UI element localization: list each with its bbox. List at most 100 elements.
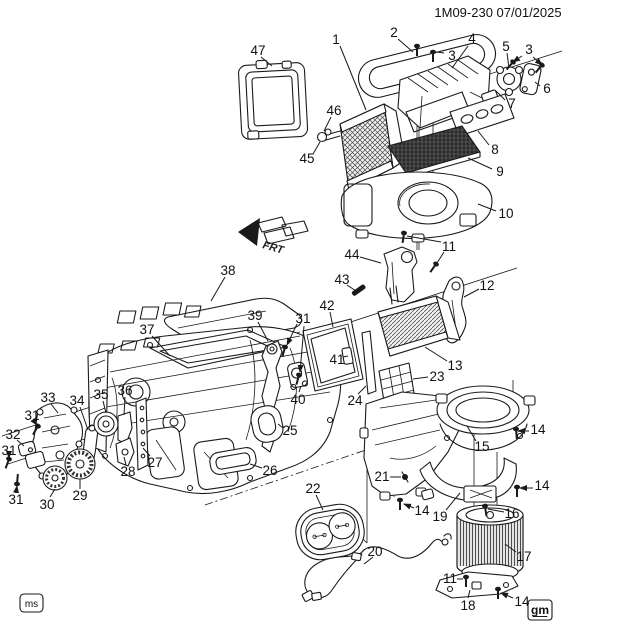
callout-13: 13 <box>447 358 462 373</box>
callout-leader-3 <box>436 51 445 54</box>
callout-5: 5 <box>502 39 510 54</box>
callout-14: 14 <box>514 594 530 609</box>
callout-19: 19 <box>432 509 447 524</box>
frt-direction-marker: FRT <box>238 216 309 257</box>
brand-mark-label: gm <box>531 603 549 617</box>
side-strip-part-24 <box>361 330 377 395</box>
callout-16: 16 <box>504 506 519 521</box>
upper-blower-case-part <box>340 171 493 243</box>
callout-2: 2 <box>390 25 398 40</box>
blower-lower-housing-part-19 <box>419 457 517 503</box>
callout-leader-27 <box>142 447 151 457</box>
callout-47: 47 <box>250 43 265 58</box>
callout-24: 24 <box>347 393 363 408</box>
callout-23: 23 <box>429 369 444 384</box>
callout-leader-31 <box>286 323 298 346</box>
callout-6: 6 <box>543 81 551 96</box>
callout-leader-11 <box>406 235 442 243</box>
callout-leader-14 <box>500 592 514 599</box>
callout-leader-20 <box>363 556 374 565</box>
callout-39: 39 <box>247 308 262 323</box>
brand-mark-box: gm <box>527 599 553 621</box>
callout-34: 34 <box>69 393 85 408</box>
callout-leader-40 <box>298 385 302 393</box>
callout-leader-2 <box>397 38 414 53</box>
callout-leader-3 <box>532 56 543 66</box>
callout-17: 17 <box>516 549 531 564</box>
callout-leader-46 <box>323 116 332 132</box>
callout-28: 28 <box>120 464 135 479</box>
frt-label: FRT <box>261 239 286 257</box>
callout-leader-41 <box>342 355 349 358</box>
callout-11: 11 <box>442 239 456 254</box>
callout-37: 37 <box>139 322 154 337</box>
callout-3: 3 <box>448 48 456 63</box>
callout-25: 25 <box>282 423 297 438</box>
callout-leader-36 <box>123 396 126 416</box>
wiring-harness-part-20 <box>301 533 452 602</box>
callout-leader-32 <box>16 439 25 447</box>
callout-38: 38 <box>220 263 235 278</box>
callout-26: 26 <box>262 463 277 478</box>
callout-leader-35 <box>102 400 107 414</box>
callout-leader-11 <box>436 251 445 264</box>
dual-seal-gasket-part-22 <box>295 503 365 561</box>
evaporator-tube-fitting-part <box>316 128 341 143</box>
callout-41: 41 <box>329 352 344 367</box>
callout-31: 31 <box>295 311 310 326</box>
evaporator-cover-frame-part <box>238 59 309 140</box>
callout-36: 36 <box>117 383 132 398</box>
callout-14: 14 <box>530 422 546 437</box>
flat-seal-part-26 <box>209 447 257 475</box>
callout-leader-31 <box>30 417 38 426</box>
callout-leader-30 <box>49 488 56 498</box>
callout-leader-31 <box>297 325 305 373</box>
pipe-bracket-part-44 <box>383 246 418 303</box>
actuator-part-32 <box>17 440 46 469</box>
callout-1: 1 <box>332 32 340 47</box>
callout-30: 30 <box>39 497 54 512</box>
callout-leader-37 <box>151 335 171 357</box>
callout-leader-14 <box>403 503 415 510</box>
lower-distribution-case-part <box>359 391 461 501</box>
callout-leader-15 <box>466 425 477 442</box>
callout-leader-1 <box>339 45 367 111</box>
callout-8: 8 <box>491 142 499 157</box>
callout-3: 3 <box>525 42 533 57</box>
callout-31: 31 <box>24 408 39 423</box>
callout-leader-31 <box>13 485 19 494</box>
callout-leader-42 <box>329 311 334 328</box>
left-mark-box: ms <box>19 593 44 613</box>
callout-35: 35 <box>93 387 108 402</box>
callout-18: 18 <box>460 598 475 613</box>
callout-leader-25 <box>277 423 284 429</box>
callout-11: 11 <box>443 571 457 586</box>
u-seal-part-25 <box>250 405 284 443</box>
callout-44: 44 <box>344 247 360 262</box>
callout-leader-12 <box>463 288 480 298</box>
callout-leader-23 <box>412 376 429 380</box>
callout-31: 31 <box>8 492 23 507</box>
callout-12: 12 <box>479 278 494 293</box>
stud-part-43 <box>351 284 366 296</box>
callout-leader-8 <box>477 130 490 146</box>
callout-43: 43 <box>334 272 349 287</box>
callout-leader-18 <box>467 589 471 599</box>
callout-33: 33 <box>40 390 55 405</box>
left-mark-label: ms <box>25 599 38 610</box>
callout-leader-43 <box>346 284 357 292</box>
callout-4: 4 <box>468 31 476 46</box>
callout-15: 15 <box>474 439 489 454</box>
callout-20: 20 <box>367 544 382 559</box>
callout-21: 21 <box>374 469 389 484</box>
callout-14: 14 <box>414 503 430 518</box>
callout-leader-4 <box>451 45 469 69</box>
blower-intake-housing-part-15 <box>435 385 536 451</box>
callout-leader-3 <box>512 55 523 63</box>
callout-leader-22 <box>315 494 324 511</box>
callout-leader-33 <box>50 403 59 414</box>
callout-40: 40 <box>290 392 305 407</box>
